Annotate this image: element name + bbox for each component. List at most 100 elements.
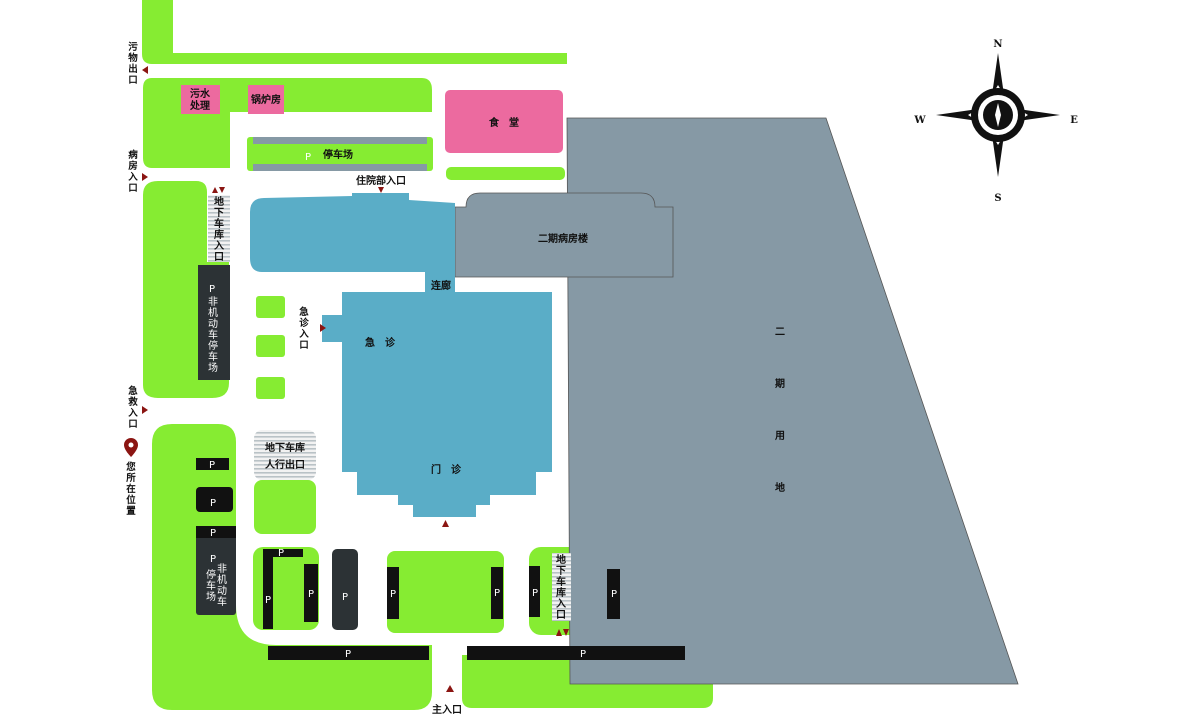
arrow-icon <box>142 173 148 181</box>
green-ped-exit <box>254 480 316 534</box>
bike-parking-label: 车 <box>208 328 218 341</box>
parking-bar <box>268 646 429 660</box>
phase2-ward-building <box>454 192 674 278</box>
bike-parking-label: 停 <box>208 339 218 352</box>
arrow-icon <box>212 187 218 193</box>
parking-p-icon: P <box>209 460 215 471</box>
green-top-strip <box>142 0 567 64</box>
green-patch <box>256 296 285 318</box>
ped-exit-label: 人行出口 <box>265 458 305 471</box>
bike-parking-label: 机 <box>208 306 218 319</box>
parking-bar <box>304 564 318 622</box>
canteen-building <box>445 90 563 153</box>
arrow-icon <box>142 66 148 74</box>
parking-bar <box>467 646 685 660</box>
you-are-here-label: 您 <box>126 461 136 473</box>
bike-parking-label: 场 <box>208 361 218 374</box>
garage-entrance-label: 车 <box>556 575 566 588</box>
ambulance-entrance-label: 急 <box>128 385 138 397</box>
parking-p-icon: P <box>265 595 271 606</box>
parking-p-icon: P <box>305 152 311 163</box>
arrow-icon <box>442 520 449 527</box>
bike-parking-label: 动 <box>217 585 227 597</box>
location-pin-icon <box>124 438 138 457</box>
parking-p-icon: P <box>210 528 216 539</box>
garage-entrance-label: 口 <box>214 252 224 263</box>
green-patch <box>256 377 285 399</box>
parking-p-icon: P <box>342 592 348 603</box>
garage-entrance-label: 库 <box>214 228 224 241</box>
waste-exit-label: 口 <box>128 75 138 86</box>
parking-large <box>332 549 358 630</box>
parking-p-icon: P <box>532 588 538 599</box>
bike-parking-label: 场 <box>206 590 216 603</box>
phase2-land-label: 期 <box>775 377 785 390</box>
parking-p-icon: P <box>209 284 215 295</box>
outpatient-label: 门 诊 <box>431 463 462 476</box>
parking-p-icon: P <box>580 649 586 660</box>
garage-entrance-label: 下 <box>214 207 224 219</box>
phase2-land-label: 二 <box>775 326 785 338</box>
compass-rose-icon <box>936 53 1060 177</box>
inpatient-building <box>250 193 455 272</box>
phase2-ward-label: 二期病房楼 <box>538 232 588 245</box>
phase2-land-label: 用 <box>774 430 785 442</box>
sewage-label: 污水 <box>190 87 211 100</box>
parking-bar <box>607 569 620 619</box>
waste-exit-label: 出 <box>128 63 138 75</box>
ped-exit-label: 地下车库 <box>265 441 305 454</box>
phase2-land <box>566 117 1019 685</box>
parking-bar <box>387 567 399 619</box>
garage-pedestrian-exit <box>254 430 316 480</box>
main-entrance-label: 主入口 <box>432 703 462 716</box>
er-entrance-label: 口 <box>299 340 309 351</box>
corridor-label: 连廊 <box>431 279 451 292</box>
parking-bar <box>491 567 503 619</box>
parking-bar <box>263 549 303 557</box>
parking-p-icon: P <box>278 548 284 559</box>
garage-entrance-label: 地 <box>214 195 224 208</box>
parking-p-icon: P <box>210 498 216 509</box>
arrow-markers <box>142 66 569 692</box>
compass-w: W <box>913 115 926 126</box>
bike-parking-label: 机 <box>217 573 227 586</box>
compass-e: E <box>1070 115 1078 126</box>
bike-parking-label: 车 <box>208 350 218 363</box>
compass-s: S <box>994 193 1001 204</box>
parking-p-icon: P <box>611 589 617 600</box>
parking-stripe <box>253 164 427 171</box>
bike-parking-label: 动 <box>208 318 218 330</box>
emergency-label: 急 诊 <box>365 336 396 349</box>
parking-p-icon: P <box>390 589 396 600</box>
bike-parking-label: 非 <box>208 296 218 308</box>
green-patch <box>256 335 285 357</box>
compass-n: N <box>993 39 1002 50</box>
arrow-icon <box>320 324 326 332</box>
parking-stripe <box>253 137 427 144</box>
bike-parking-label: 车 <box>217 595 227 608</box>
phase2-land-label: 地 <box>775 481 785 494</box>
garage-entrance-label: 库 <box>556 586 566 599</box>
garage-entrance-label: 口 <box>556 610 566 621</box>
parking-p-icon: P <box>494 588 500 599</box>
you-are-here-label: 置 <box>126 505 136 517</box>
corridor <box>425 272 455 292</box>
parking-p-icon: P <box>308 589 314 600</box>
bike-parking-label: 非 <box>217 563 227 575</box>
ward-entrance-label: 病 <box>128 149 138 161</box>
arrow-icon <box>563 629 569 636</box>
arrow-icon <box>219 187 225 193</box>
ward-entrance-label: 入 <box>127 172 138 183</box>
garage-entrance-label: 车 <box>214 217 224 230</box>
you-are-here-label: 在 <box>126 483 136 495</box>
er-entrance-label: 诊 <box>299 317 309 329</box>
bike-parking-south <box>196 526 236 615</box>
parking-lot-label: 停车场 <box>323 148 353 161</box>
bike-parking-label: 停 <box>206 568 216 581</box>
ambulance-entrance-label: 救 <box>128 396 138 408</box>
arrow-icon <box>556 629 562 636</box>
arrow-icon <box>446 685 454 692</box>
garage-entrance-label: 入 <box>214 240 224 252</box>
parking-p-icon: P <box>345 649 351 660</box>
